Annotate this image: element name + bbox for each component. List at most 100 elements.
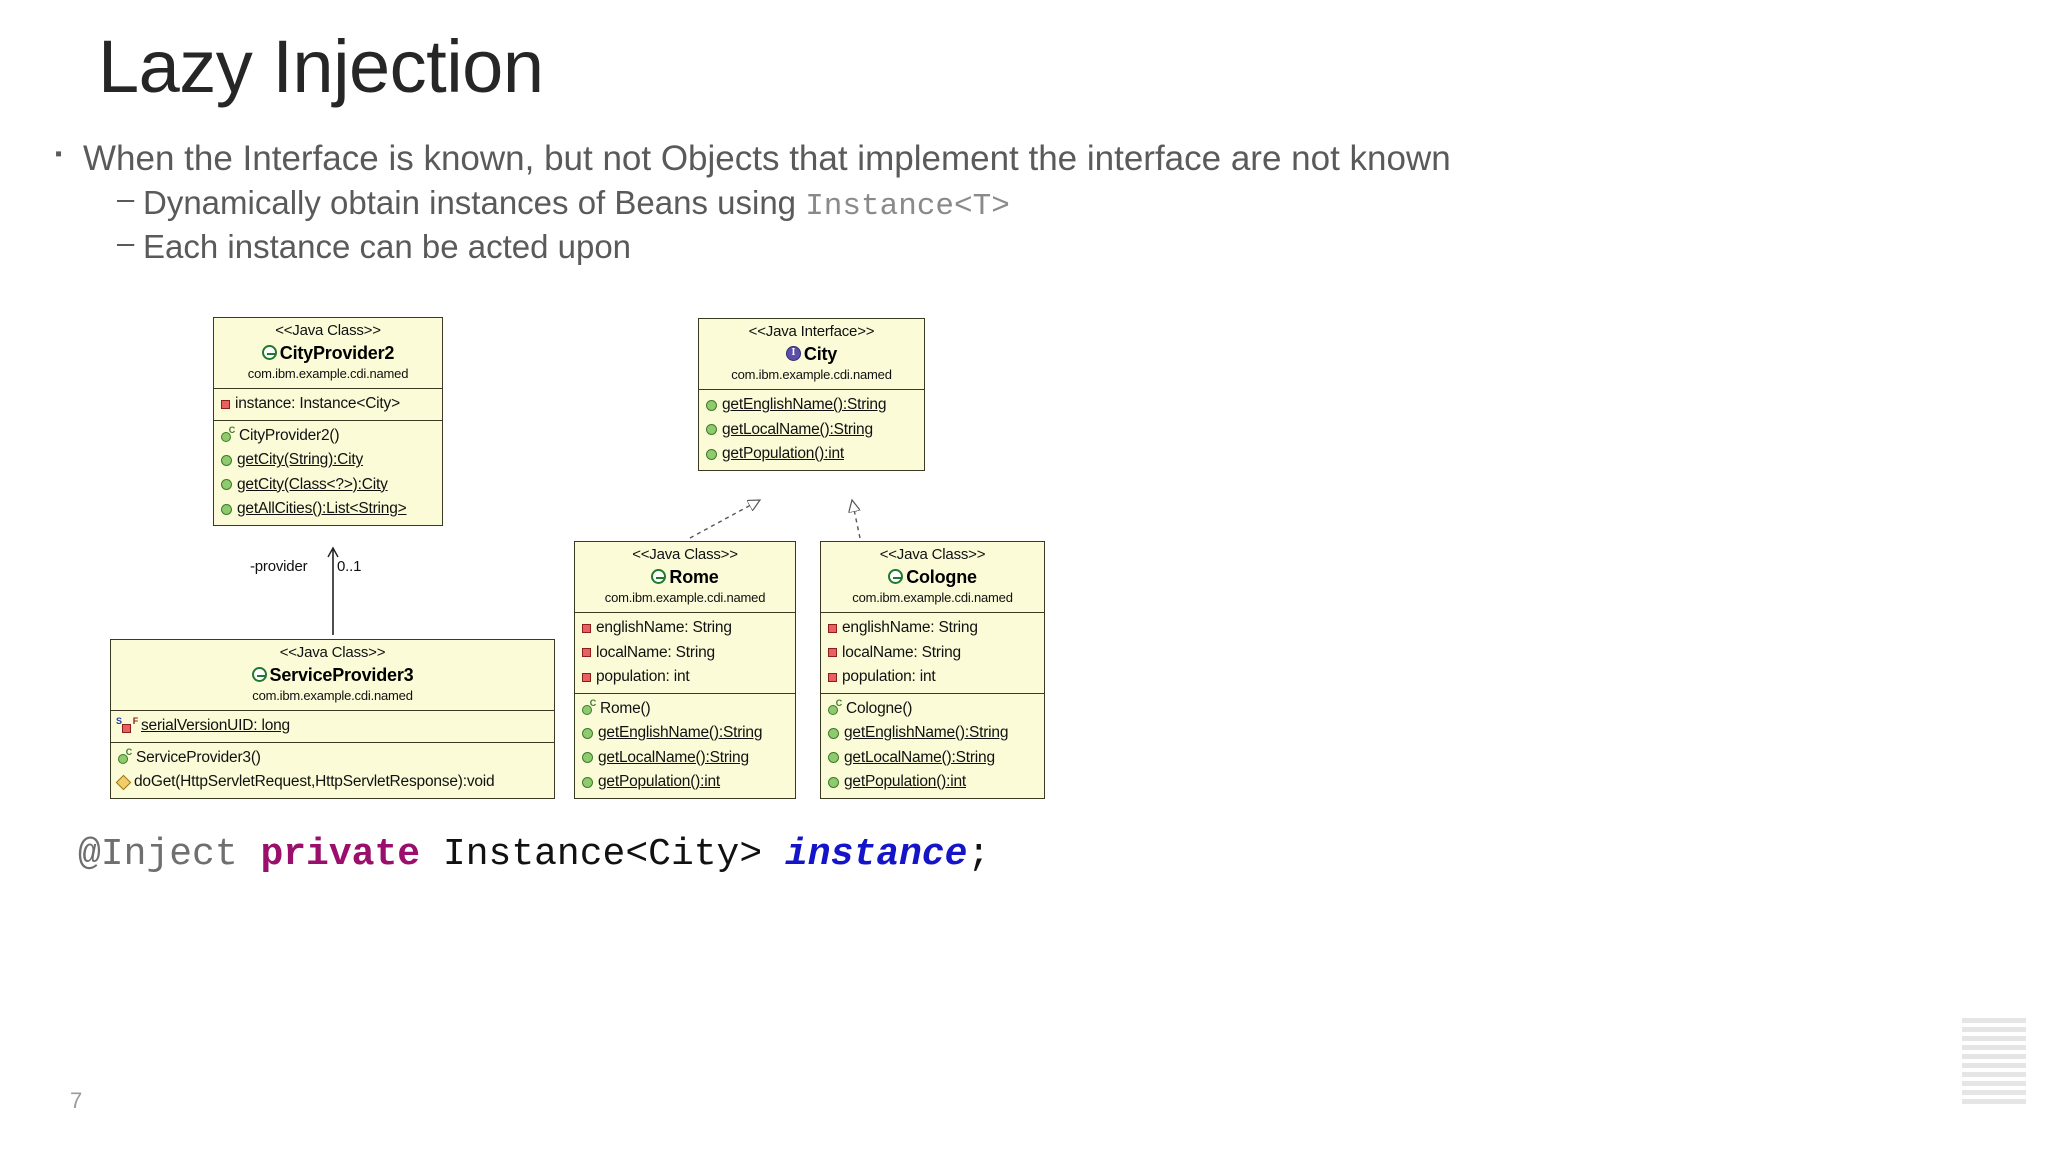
realization-cologne-city bbox=[852, 500, 861, 539]
method-public-icon bbox=[221, 479, 232, 491]
method-protected-icon bbox=[115, 774, 132, 791]
bullet-text-1: When the Interface is known, but not Obj… bbox=[83, 139, 1451, 178]
uml-stereotype: <<Java Class>> bbox=[275, 322, 381, 339]
uml-stereotype: <<Java Interface>> bbox=[748, 323, 875, 340]
uml-class-cologne[interactable]: <<Java Class>> Cologne com.ibm.example.c… bbox=[820, 541, 1045, 799]
bullet-marker-square: ▪ bbox=[55, 143, 63, 165]
uml-method-row: C Rome() bbox=[575, 697, 795, 721]
uml-class-cityprovider2[interactable]: <<Java Class>> CityProvider2 com.ibm.exa… bbox=[213, 317, 443, 526]
java-class-icon bbox=[261, 345, 277, 361]
uml-package: com.ibm.example.cdi.named bbox=[731, 367, 892, 383]
uml-method-text: getEnglishName():String bbox=[722, 396, 887, 414]
uml-class-name-row: ServiceProvider3 bbox=[111, 663, 554, 687]
uml-method-text: getCity(Class<?>):City bbox=[237, 475, 388, 493]
uml-method-row: getLocalName():String bbox=[575, 746, 795, 770]
method-public-icon bbox=[221, 454, 232, 466]
uml-method-row: getEnglishName():String bbox=[575, 721, 795, 745]
field-private-icon bbox=[582, 648, 591, 658]
field-private-icon bbox=[828, 623, 837, 633]
uml-method-text: doGet(HttpServletRequest,HttpServletResp… bbox=[134, 773, 495, 791]
page-number: 7 bbox=[70, 1088, 83, 1113]
uml-header: <<Java Class>> Cologne com.ibm.example.c… bbox=[821, 542, 1044, 614]
bullet-text-2-code: Instance<T> bbox=[805, 189, 1010, 225]
uml-field-row: instance: Instance<City> bbox=[214, 392, 442, 416]
bullet-text-2-prose: Dynamically obtain instances of Beans us… bbox=[143, 184, 806, 222]
code-variable: instance bbox=[784, 833, 968, 876]
assoc-multiplicity-label: 0..1 bbox=[337, 558, 362, 575]
uml-method-text: getEnglishName():String bbox=[844, 724, 1009, 742]
method-public-icon bbox=[706, 448, 717, 460]
uml-field-text: instance: Instance<City> bbox=[235, 395, 400, 413]
uml-method-text: getPopulation():int bbox=[844, 773, 967, 791]
code-annotation: @Inject bbox=[78, 833, 238, 876]
uml-package: com.ibm.example.cdi.named bbox=[252, 688, 413, 704]
uml-class-name: Cologne bbox=[906, 566, 977, 587]
uml-method-text: Rome() bbox=[600, 699, 651, 717]
code-type: Instance<City> bbox=[442, 833, 763, 876]
uml-method-row: getPopulation():int bbox=[575, 770, 795, 794]
method-public-icon bbox=[706, 424, 717, 436]
uml-header: <<Java Interface>> City com.ibm.example.… bbox=[699, 319, 924, 391]
uml-method-row: C CityProvider2() bbox=[214, 424, 442, 448]
uml-method-row: getLocalName():String bbox=[699, 418, 924, 442]
bullet-marker-dash: – bbox=[117, 181, 135, 217]
uml-field-text: population: int bbox=[596, 668, 690, 686]
uml-class-rome[interactable]: <<Java Class>> Rome com.ibm.example.cdi.… bbox=[574, 541, 796, 799]
uml-stereotype: <<Java Class>> bbox=[279, 644, 386, 661]
constructor-icon: C bbox=[828, 699, 842, 716]
method-public-icon bbox=[828, 752, 839, 764]
uml-field-row: localName: String bbox=[821, 641, 1044, 665]
uml-fields-section: englishName: String localName: String po… bbox=[575, 613, 795, 694]
uml-interface-city[interactable]: <<Java Interface>> City com.ibm.example.… bbox=[698, 318, 925, 471]
uml-package: com.ibm.example.cdi.named bbox=[852, 590, 1013, 606]
uml-header: <<Java Class>> CityProvider2 com.ibm.exa… bbox=[214, 318, 442, 390]
code-keyword: private bbox=[260, 833, 421, 876]
uml-method-text: getAllCities():List<String> bbox=[237, 500, 407, 518]
uml-method-text: Cologne() bbox=[846, 699, 913, 717]
uml-class-name-row: CityProvider2 bbox=[214, 341, 442, 365]
page-title: Lazy Injection bbox=[98, 25, 544, 108]
uml-class-name-row: Rome bbox=[575, 565, 795, 589]
uml-method-row: getEnglishName():String bbox=[821, 721, 1044, 745]
uml-method-row: getPopulation():int bbox=[699, 442, 924, 466]
uml-fields-section: englishName: String localName: String po… bbox=[821, 613, 1044, 694]
method-public-icon bbox=[582, 752, 593, 764]
uml-field-row: englishName: String bbox=[575, 616, 795, 640]
java-class-icon bbox=[651, 569, 667, 585]
constructor-icon: C bbox=[221, 426, 235, 443]
uml-method-row: C ServiceProvider3() bbox=[111, 746, 554, 770]
bullet-text-2: Dynamically obtain instances of Beans us… bbox=[143, 183, 1010, 225]
uml-methods-section: C Cologne() getEnglishName():String getL… bbox=[821, 694, 1044, 798]
uml-method-text: getLocalName():String bbox=[598, 748, 749, 766]
method-public-icon bbox=[828, 776, 839, 788]
uml-method-text: getPopulation():int bbox=[722, 445, 845, 463]
uml-stereotype: <<Java Class>> bbox=[879, 546, 986, 563]
uml-class-serviceprovider3[interactable]: <<Java Class>> ServiceProvider3 com.ibm.… bbox=[110, 639, 555, 799]
bullet-item-3: – Each instance can be acted upon bbox=[117, 227, 1955, 267]
method-public-icon bbox=[582, 727, 593, 739]
uml-field-row: englishName: String bbox=[821, 616, 1044, 640]
uml-method-row: getCity(String):City bbox=[214, 448, 442, 472]
uml-method-row: doGet(HttpServletRequest,HttpServletResp… bbox=[111, 770, 554, 794]
method-public-icon bbox=[582, 776, 593, 788]
assoc-role-label: -provider bbox=[250, 558, 308, 575]
uml-header: <<Java Class>> ServiceProvider3 com.ibm.… bbox=[111, 640, 554, 712]
uml-class-name-row: City bbox=[699, 342, 924, 366]
bullet-item-1: ▪ When the Interface is known, but not O… bbox=[55, 138, 1955, 179]
field-private-icon bbox=[828, 672, 837, 682]
bullet-list: ▪ When the Interface is known, but not O… bbox=[55, 138, 1955, 269]
field-private-icon bbox=[582, 672, 591, 682]
uml-field-text: population: int bbox=[842, 668, 936, 686]
constructor-icon: C bbox=[118, 748, 132, 765]
constructor-icon: C bbox=[582, 699, 596, 716]
uml-method-text: getLocalName():String bbox=[722, 420, 873, 438]
method-public-icon bbox=[828, 727, 839, 739]
java-class-icon bbox=[251, 667, 267, 683]
uml-class-name-row: Cologne bbox=[821, 565, 1044, 589]
uml-field-text: englishName: String bbox=[842, 619, 978, 637]
bullet-marker-dash: – bbox=[117, 225, 135, 261]
uml-method-text: getEnglishName():String bbox=[598, 724, 763, 742]
